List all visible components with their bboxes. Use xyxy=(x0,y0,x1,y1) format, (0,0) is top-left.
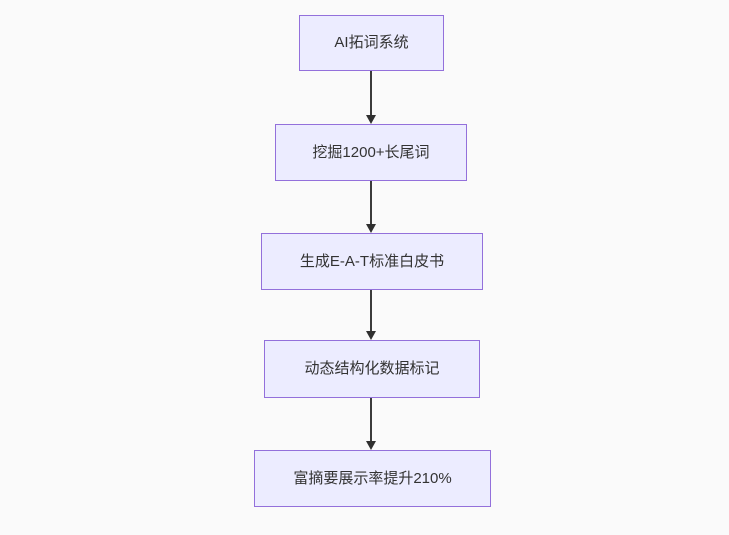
flowchart-node-eat-whitepaper-generation: 生成E-A-T标准白皮书 xyxy=(261,233,483,290)
arrow-down-icon xyxy=(366,290,376,340)
arrow-down-icon xyxy=(366,181,376,233)
flowchart-node-dynamic-structured-data-markup: 动态结构化数据标记 xyxy=(264,340,480,398)
arrowhead-icon xyxy=(366,224,376,233)
arrowhead-icon xyxy=(366,331,376,340)
arrowhead-icon xyxy=(366,115,376,124)
arrow-down-icon xyxy=(366,398,376,450)
flowchart-node-longtail-keyword-mining: 挖掘1200+长尾词 xyxy=(275,124,467,181)
flowchart-node-ai-word-expansion-system: AI拓词系统 xyxy=(299,15,444,71)
arrow-down-icon xyxy=(366,71,376,124)
flowchart-node-rich-snippet-rate-increase: 富摘要展示率提升210% xyxy=(254,450,491,507)
arrowhead-icon xyxy=(366,441,376,450)
